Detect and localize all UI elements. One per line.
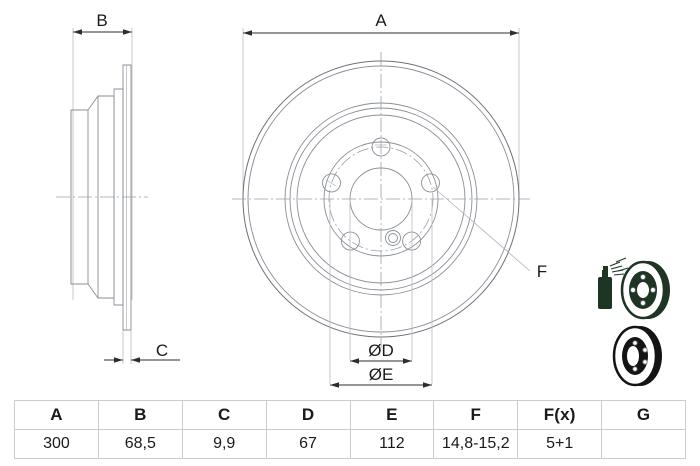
- col-header-b: B: [97, 400, 183, 430]
- cell-value-c: 9,9: [181, 429, 267, 459]
- dimension-label-A: A: [375, 11, 387, 30]
- dimension-label-D: ØD: [368, 341, 394, 360]
- cell-value-f: 14,8-15,2: [433, 429, 519, 459]
- spec-table-container: A B C D E F F(x) G 300 68,5 9,9 67 112 1…: [14, 400, 686, 459]
- dimension-label-E: ØE: [369, 365, 394, 384]
- dimension-label-C: C: [156, 341, 168, 360]
- table-row: 300 68,5 9,9 67 112 14,8-15,2 5+1: [14, 429, 686, 459]
- col-header-d: D: [265, 400, 351, 430]
- side-view-group: [56, 28, 180, 364]
- cell-value-d: 67: [265, 429, 351, 459]
- col-header-f: F: [433, 400, 519, 430]
- dimension-spec-table: A B C D E F F(x) G 300 68,5 9,9 67 112 1…: [14, 400, 686, 459]
- col-header-fx: F(x): [517, 400, 603, 430]
- plain-disc-icon: [612, 325, 662, 387]
- cell-value-fx: 5+1: [517, 429, 603, 459]
- col-header-g: G: [601, 400, 686, 430]
- col-header-a: A: [14, 400, 99, 430]
- technical-drawing-canvas: B C A ØD ØE F: [56, 11, 670, 388]
- col-header-e: E: [349, 400, 435, 430]
- col-header-c: C: [181, 400, 267, 430]
- product-icons-group: [598, 257, 670, 387]
- coated-disc-icon: [598, 257, 670, 320]
- table-header-row: A B C D E F F(x) G: [14, 400, 686, 430]
- cell-value-a: 300: [14, 429, 99, 459]
- dimension-label-B: B: [96, 11, 107, 30]
- cell-value-e: 112: [349, 429, 435, 459]
- front-view-group: [232, 28, 531, 388]
- cell-value-g: [601, 429, 686, 459]
- callout-label-F: F: [537, 262, 547, 281]
- cell-value-b: 68,5: [97, 429, 183, 459]
